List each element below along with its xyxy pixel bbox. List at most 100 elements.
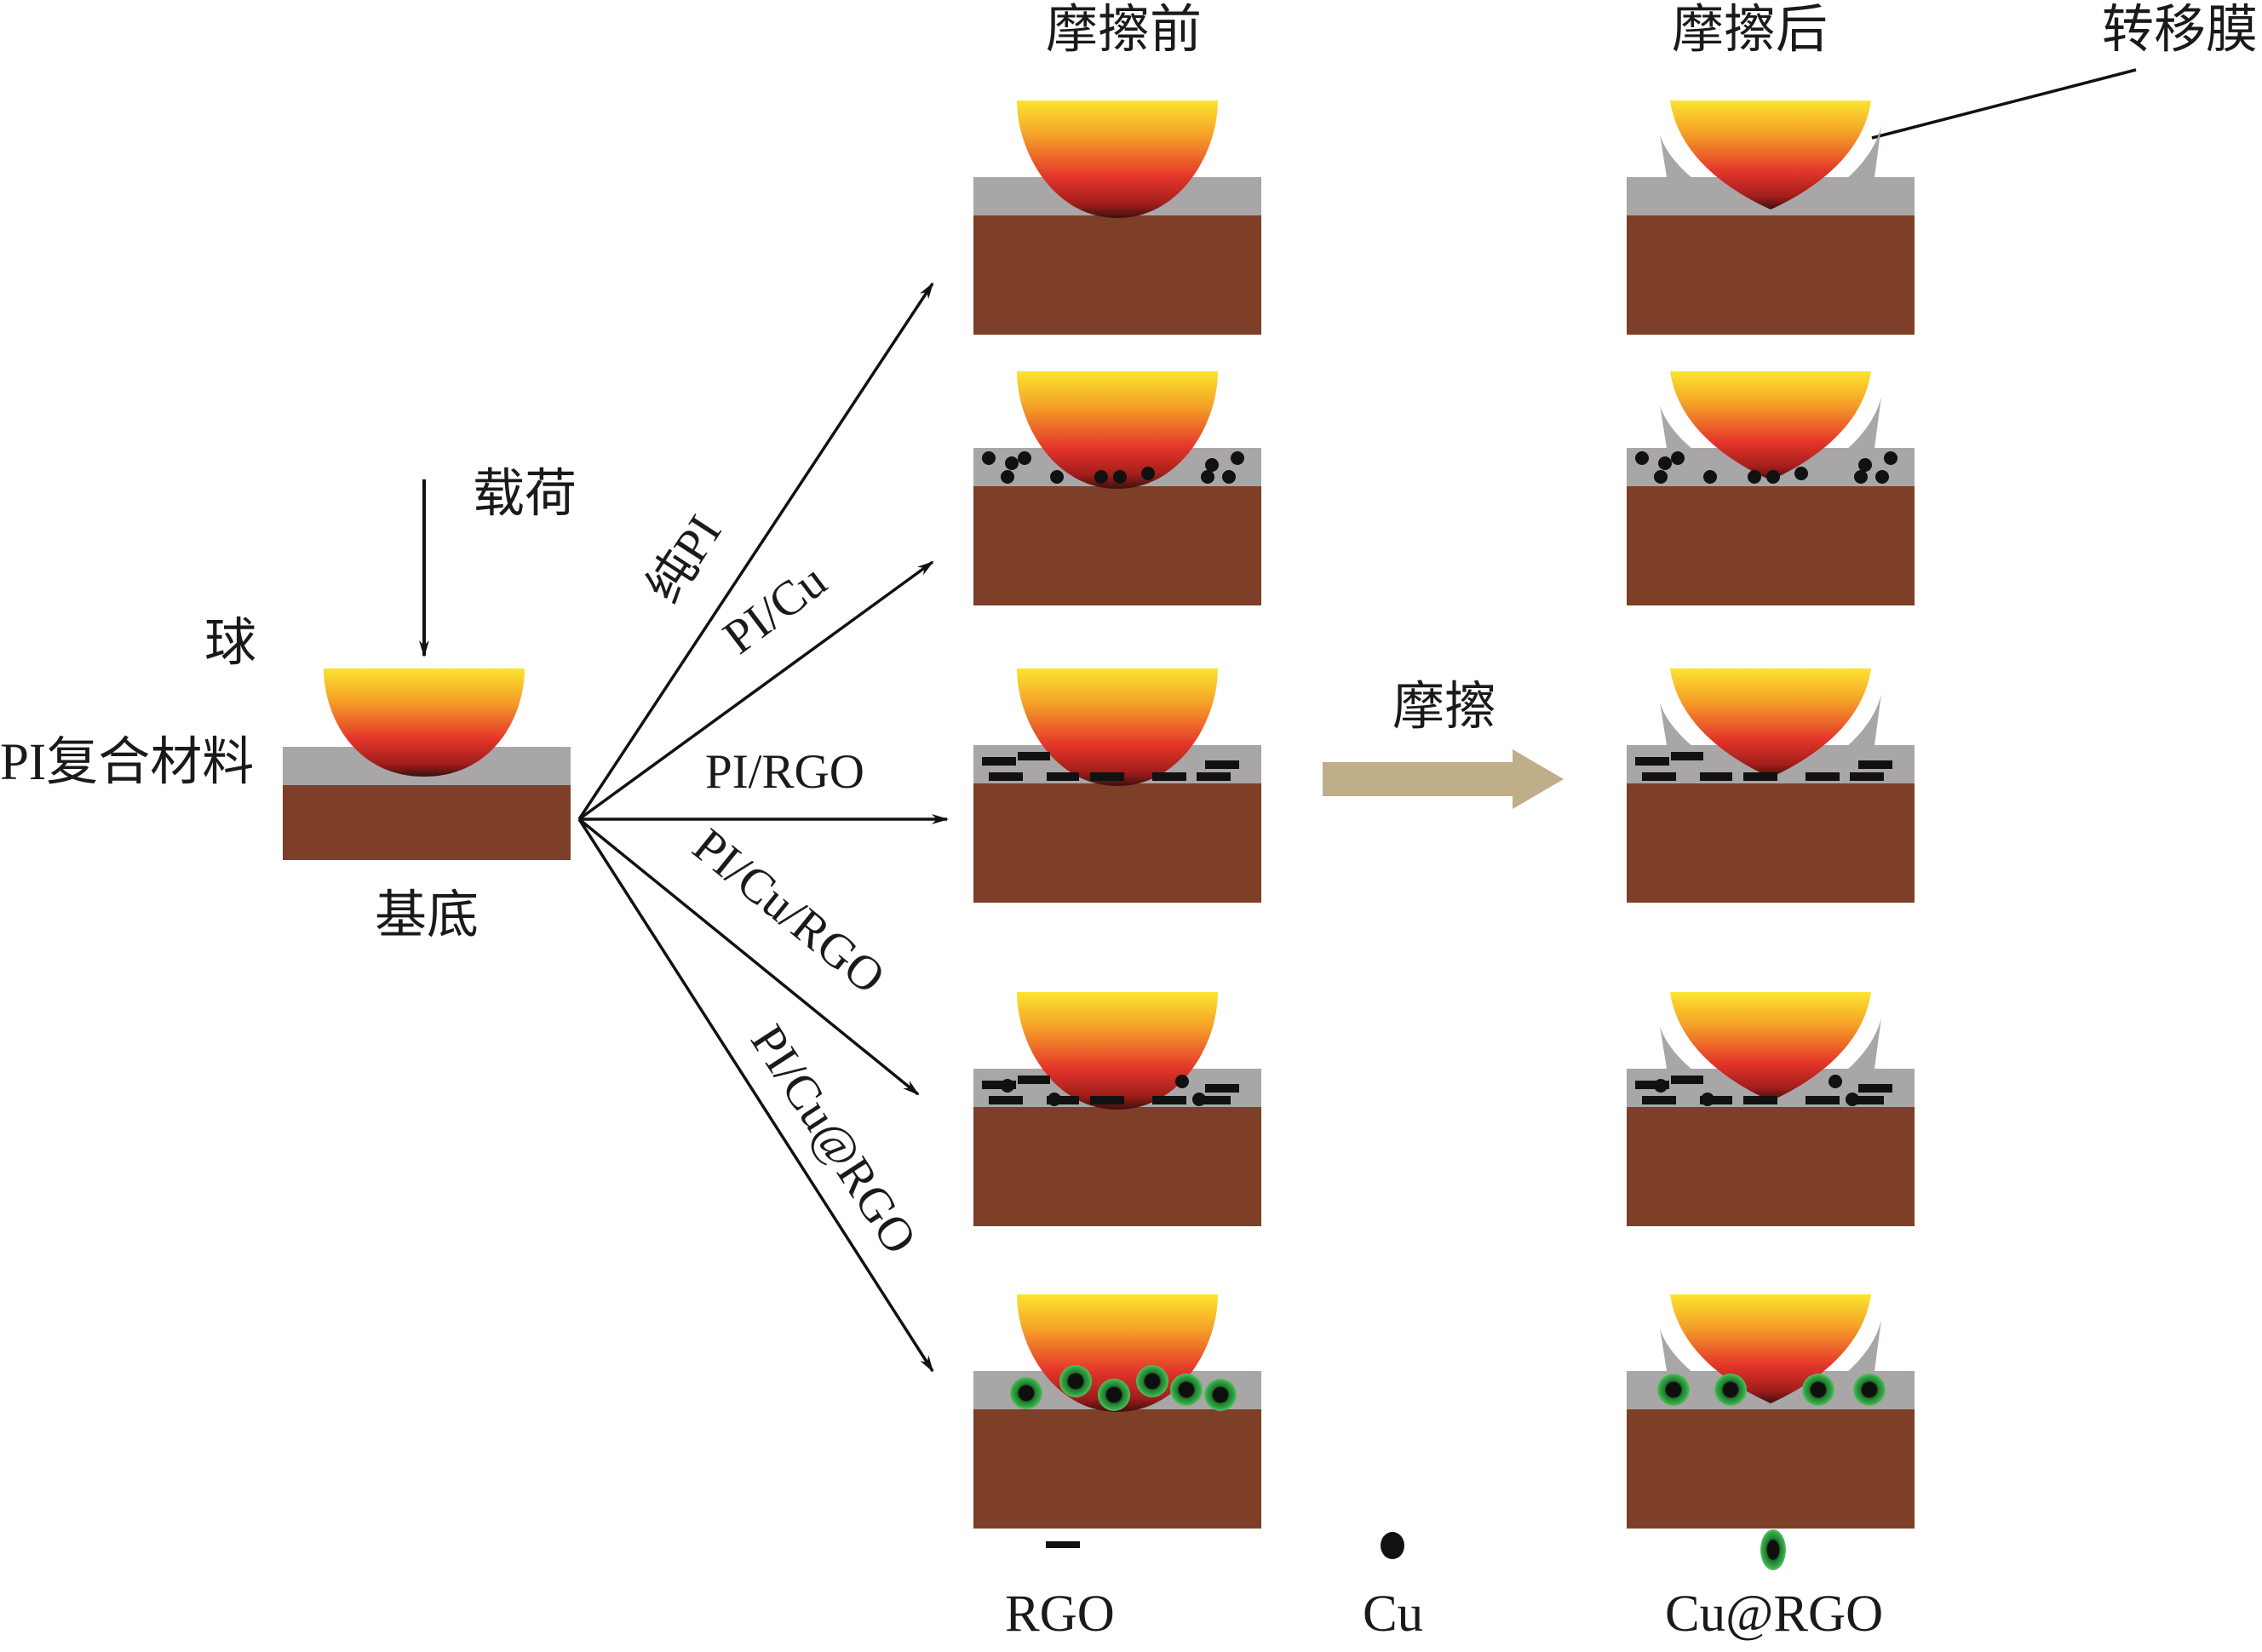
cu-at-rgo-particle <box>1098 1379 1130 1411</box>
cu-particle <box>1794 467 1808 480</box>
rgo-sheet <box>1642 772 1676 781</box>
branch-label-pi-rgo: PI/RGO <box>705 745 864 799</box>
legend-rgo-symbol <box>1046 1541 1080 1548</box>
friction-arrow: 摩擦 <box>1323 679 1564 809</box>
worn-ball <box>1670 1294 1871 1403</box>
branch-label-pure-pi: 纯PI <box>637 506 732 612</box>
panel-before-pi-rgo <box>973 668 1261 903</box>
cu-particle <box>1113 470 1127 484</box>
cu-particle <box>1231 451 1244 465</box>
cu-particle <box>1854 470 1868 484</box>
transfer-film <box>1660 1018 1881 1104</box>
ball <box>1017 992 1218 1110</box>
load-label: 载荷 <box>473 466 577 523</box>
transfer-film <box>1660 397 1881 483</box>
cu-particle <box>1205 458 1219 472</box>
rgo-sheet <box>1090 772 1124 781</box>
rgo-sheet <box>982 1081 1016 1089</box>
rgo-sheet <box>1018 752 1050 760</box>
substrate-block <box>973 215 1261 335</box>
cu-particle <box>1658 456 1672 470</box>
substrate-block <box>1627 1107 1915 1226</box>
panel-before-pi-cu-at-rgo <box>973 1294 1261 1529</box>
cu-at-rgo-particle <box>1059 1365 1092 1397</box>
branch-label-pi-cu-rgo: PI/Cu/RGO <box>683 818 895 1004</box>
worn-ball <box>1670 100 1871 209</box>
cu-at-rgo-particle <box>1657 1374 1690 1406</box>
cu-particle <box>1635 451 1649 465</box>
cu-particle <box>1829 1075 1842 1088</box>
rgo-sheet <box>1743 772 1777 781</box>
rgo-sheet <box>1635 757 1669 766</box>
ball-label: 球 <box>204 615 256 672</box>
ball <box>1017 668 1218 786</box>
rgo-sheet <box>1858 760 1892 769</box>
rgo-sheet <box>989 772 1023 781</box>
substrate-block <box>1627 1409 1915 1529</box>
rgo-sheet <box>1197 772 1231 781</box>
substrate-block <box>973 486 1261 605</box>
rgo-sheet <box>1152 772 1186 781</box>
worn-ball <box>1670 371 1871 480</box>
transfer-film-leader-line <box>1871 68 2137 140</box>
cu-particle <box>1018 451 1031 465</box>
transfer-film <box>1660 126 1881 212</box>
rgo-sheet <box>1743 1096 1777 1104</box>
cu-particle <box>1766 470 1780 484</box>
panel-after-pi-cu-rgo <box>1627 992 1915 1226</box>
legend-cu-at-rgo-symbol <box>1760 1529 1786 1570</box>
worn-ball <box>1670 992 1871 1101</box>
friction-arrow-shape <box>1323 749 1564 809</box>
cu-particle <box>1141 467 1155 480</box>
rgo-sheet <box>1850 1096 1884 1104</box>
rgo-sheet <box>1806 1096 1840 1104</box>
substrate-block <box>1627 486 1915 605</box>
legend: RGO Cu Cu@RGO <box>1005 1529 1883 1643</box>
branch-label-pi-cu: PI/Cu <box>714 554 836 664</box>
transfer-film-label: 转移膜 <box>2102 2 2258 59</box>
cu-particle <box>1875 470 1889 484</box>
cu-at-rgo-particle <box>1714 1374 1747 1406</box>
panel-after-pi-cu-at-rgo <box>1627 1294 1915 1529</box>
substrate-block <box>1627 215 1915 335</box>
rgo-sheet <box>1152 1096 1186 1104</box>
substrate-block <box>973 1409 1261 1529</box>
rgo-sheet <box>1700 772 1732 781</box>
cu-at-rgo-particle <box>1204 1379 1237 1411</box>
rgo-sheet <box>1671 752 1703 760</box>
panel-before-pi-cu-rgo <box>973 992 1261 1226</box>
cu-particle <box>1005 456 1019 470</box>
cu-at-rgo-particle <box>1802 1374 1834 1406</box>
composite-label: PI复合材料 <box>0 734 254 791</box>
cu-particle <box>1748 470 1761 484</box>
cu-particle <box>1222 470 1236 484</box>
branch-arrow-pi-cu-at-rgo <box>577 818 934 1373</box>
cu-at-rgo-particle <box>1170 1374 1203 1406</box>
substrate-block <box>973 783 1261 903</box>
rgo-sheet <box>1635 1081 1669 1089</box>
cu-particle <box>1001 470 1014 484</box>
branch-label-pi-cu-at-rgo: PI/Cu@RGO <box>740 1016 927 1264</box>
branch-arrow-pure-pi <box>577 282 934 820</box>
worn-ball <box>1670 668 1871 777</box>
rgo-sheet <box>982 757 1016 766</box>
rgo-sheet <box>1205 1084 1239 1093</box>
rgo-sheet <box>1806 772 1840 781</box>
cu-at-rgo-particle <box>1136 1365 1168 1397</box>
substrate-label: 基底 <box>375 887 479 944</box>
substrate-block <box>283 785 571 860</box>
legend-rgo-label: RGO <box>1005 1586 1115 1643</box>
cu-particle <box>1654 470 1668 484</box>
legend-cu-symbol <box>1381 1532 1404 1559</box>
cu-at-rgo-particle <box>1853 1374 1886 1406</box>
cu-particle <box>982 451 996 465</box>
cu-particle <box>1050 470 1064 484</box>
cu-particle <box>1703 470 1717 484</box>
panel-after-pure-pi <box>1627 100 1915 335</box>
transfer-film <box>1660 694 1881 780</box>
rgo-sheet <box>1090 1096 1124 1104</box>
initial-setup: 载荷 球 PI复合材料 基底 <box>0 466 577 944</box>
ball <box>1017 100 1218 218</box>
branch-arrow-pi-cu-rgo <box>577 817 920 1096</box>
rgo-sheet <box>1642 1096 1676 1104</box>
